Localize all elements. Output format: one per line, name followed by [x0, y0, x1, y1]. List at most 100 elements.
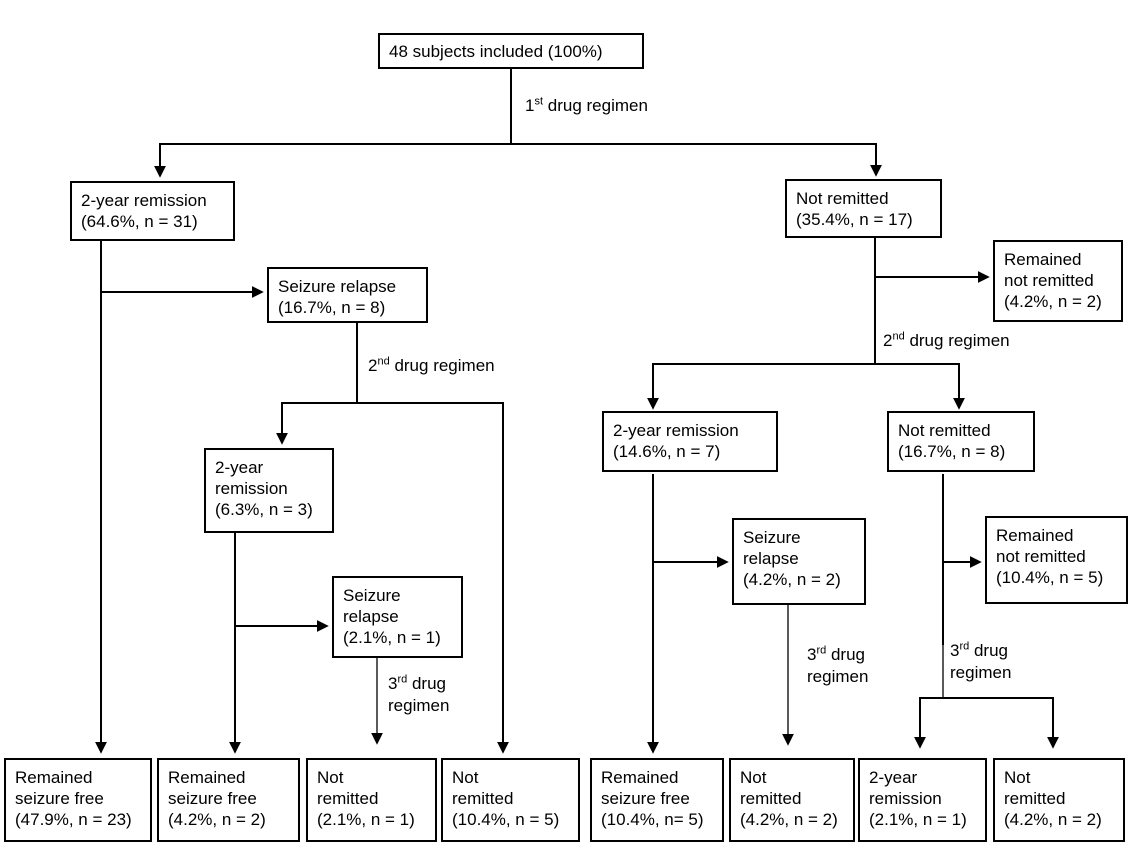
label-text: 2: [883, 331, 893, 350]
edge-label-2nd-drug-regimen-right: 2nd drug regimen: [883, 330, 1010, 352]
edge-label-1st-drug-regimen: 1st drug regimen: [525, 95, 648, 117]
node-text: remitted: [452, 789, 514, 808]
node-text: Not remitted: [796, 189, 889, 208]
node-text: (4.2%, n = 2): [740, 810, 838, 829]
connector-split2-left: [276, 402, 357, 445]
node-text: Not: [452, 768, 479, 787]
node-text: (2.1%, n = 1): [317, 810, 415, 829]
label-line: regimen: [388, 696, 450, 715]
node-text: (4.2%, n = 2): [1004, 810, 1102, 829]
node-seizure-relapse-16: Seizure relapse (16.7%, n = 8): [267, 267, 428, 323]
label-line: regimen: [807, 667, 869, 686]
label-text: 1: [525, 96, 535, 115]
node-remained-not-remitted-4: Remained not remitted (4.2%, n = 2): [993, 240, 1123, 322]
node-text: (16.7%, n = 8): [278, 298, 386, 317]
node-text: not remitted: [996, 547, 1086, 566]
node-text: remitted: [1004, 789, 1066, 808]
node-text: (16.7%, n = 8): [898, 442, 1006, 461]
node-subjects-included: 48 subjects included (100%): [378, 33, 644, 69]
connector-split1-right: [511, 143, 882, 177]
node-text: Not: [740, 768, 767, 787]
node-2yr-remission-2: 2-year remission (2.1%, n = 1): [858, 758, 987, 842]
node-text: Remained: [1004, 250, 1082, 269]
label-ordinal-suffix: nd: [377, 355, 390, 368]
node-text: Not: [1004, 768, 1031, 787]
node-text: remitted: [317, 789, 379, 808]
node-text: relapse: [343, 607, 399, 626]
node-text: remission: [869, 789, 942, 808]
node-text: seizure free: [15, 789, 104, 808]
label-ordinal-suffix: rd: [397, 673, 408, 686]
label-text: drug regimen: [543, 96, 648, 115]
label-line: 3rd drug: [950, 640, 1011, 662]
node-text: remission: [215, 479, 288, 498]
node-text: (10.4%, n= 5): [601, 810, 704, 829]
node-not-remitted-35: Not remitted (35.4%, n = 17): [785, 179, 942, 238]
node-text: (4.2%, n = 2): [168, 810, 266, 829]
node-text: Seizure: [343, 586, 401, 605]
label-line: 3rd drug: [807, 644, 868, 666]
node-text: Remained: [601, 768, 679, 787]
node-text: 2-year: [215, 458, 264, 477]
node-text: seizure free: [601, 789, 690, 808]
node-text: (14.6%, n = 7): [613, 442, 721, 461]
label-text: 3: [950, 641, 960, 660]
edge-label-3rd-drug-regimen-left: 3rd drug regimen: [388, 673, 449, 717]
node-text: (2.1%, n = 1): [343, 628, 441, 647]
node-not-remitted-4b: Not remitted (4.2%, n = 2): [993, 758, 1125, 842]
node-text: (6.3%, n = 3): [215, 500, 313, 519]
node-text: (4.2%, n = 2): [743, 570, 841, 589]
node-text: not remitted: [1004, 271, 1094, 290]
node-seizure-relapse-2: Seizure relapse (2.1%, n = 1): [332, 576, 463, 658]
label-ordinal-suffix: nd: [892, 330, 905, 343]
label-text: drug regimen: [904, 331, 1010, 350]
connector-split3-left: [647, 363, 875, 410]
node-text: Remained: [996, 526, 1074, 545]
label-text: drug: [826, 645, 865, 664]
node-not-remitted-2: Not remitted (2.1%, n = 1): [306, 758, 437, 842]
connector-split4-right: [943, 697, 1059, 749]
node-remained-seizure-free-10: Remained seizure free (10.4%, n= 5): [590, 758, 724, 842]
connector-split4-left: [914, 697, 943, 749]
node-2yr-remission-64: 2-year remission (64.6%, n = 31): [70, 181, 235, 241]
node-text: Not remitted: [898, 421, 991, 440]
node-text: (47.9%, n = 23): [15, 810, 132, 829]
node-text: (4.2%, n = 2): [1004, 292, 1102, 311]
edge-label-3rd-drug-regimen-right: 3rd drug regimen: [950, 640, 1011, 684]
node-text: Seizure: [743, 528, 801, 547]
node-text: (64.6%, n = 31): [81, 212, 198, 231]
node-text: (10.4%, n = 5): [452, 810, 560, 829]
node-2yr-remission-6: 2-year remission (6.3%, n = 3): [204, 448, 334, 533]
node-remained-seizure-free-47: Remained seizure free (47.9%, n = 23): [4, 758, 152, 842]
node-remained-not-remitted-10: Remained not remitted (10.4%, n = 5): [985, 516, 1128, 604]
node-not-remitted-4a: Not remitted (4.2%, n = 2): [729, 758, 855, 842]
label-ordinal-suffix: rd: [959, 640, 970, 653]
node-text: relapse: [743, 549, 799, 568]
node-text: (10.4%, n = 5): [996, 568, 1104, 587]
label-ordinal-suffix: st: [534, 95, 544, 108]
edge-label-3rd-drug-regimen-mid: 3rd drug regimen: [807, 644, 868, 688]
node-text: (35.4%, n = 17): [796, 210, 913, 229]
node-text: (2.1%, n = 1): [869, 810, 967, 829]
edge-label-2nd-drug-regimen-left: 2nd drug regimen: [368, 355, 495, 377]
connector-split3-right: [875, 363, 965, 410]
label-text: drug: [969, 641, 1008, 660]
label-text: 2: [368, 356, 378, 375]
label-text: drug: [407, 674, 446, 693]
node-text: seizure free: [168, 789, 257, 808]
connector-split1-left: [154, 143, 511, 178]
node-text: Not: [317, 768, 344, 787]
label-ordinal-suffix: rd: [816, 644, 827, 657]
node-text: Remained: [15, 768, 93, 787]
label-text: 3: [807, 645, 817, 664]
node-text: 2-year remission: [81, 191, 207, 210]
node-text: 2-year remission: [613, 421, 739, 440]
node-text: Remained: [168, 768, 246, 787]
label-line: regimen: [950, 663, 1012, 682]
node-not-remitted-16: Not remitted (16.7%, n = 8): [887, 411, 1035, 472]
label-line: 3rd drug: [388, 673, 449, 695]
node-text: 48 subjects included (100%): [389, 41, 603, 61]
node-text: 2-year: [869, 768, 918, 787]
